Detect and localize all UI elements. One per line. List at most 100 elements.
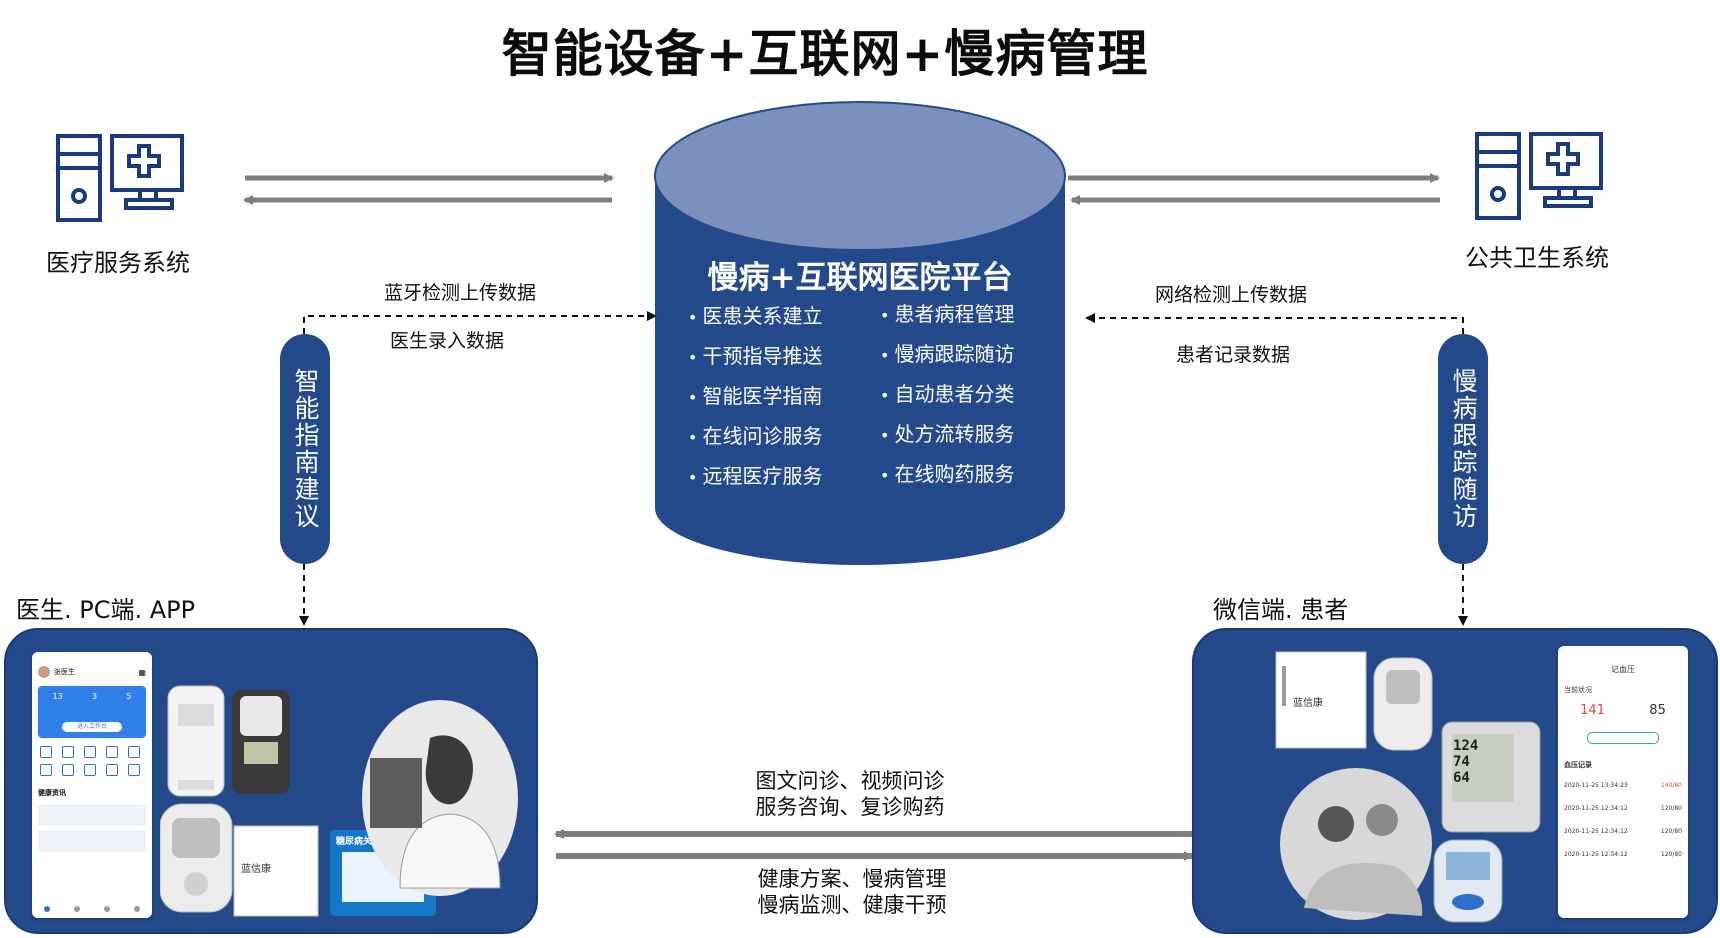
right-flow-bottom-label: 患者记录数据 [1176, 344, 1291, 366]
platform-features-right: 患者病程管理 慢病跟踪随访 自动患者分类 处方流转服务 在线购药服务 [880, 298, 1050, 498]
kiosk-title: 糖尿病关爱中心 [336, 837, 400, 847]
record-date: 2020-11-25 12:34:12 [1564, 805, 1628, 812]
feature-item: 干预指导推送 [688, 340, 858, 380]
right-flow-top-label: 网络检测上传数据 [1155, 284, 1308, 306]
grid-icon[interactable] [84, 764, 96, 776]
record-value: 120/80 [1660, 805, 1682, 812]
mid-top-line1: 图文问诊、视频问诊 [755, 769, 945, 793]
mid-bottom-line2: 慢病监测、健康干预 [757, 893, 947, 917]
grid-icon[interactable] [40, 764, 52, 776]
doctor-devices-illustration [160, 685, 436, 917]
app-bp-values: 141 85 [1558, 697, 1688, 724]
grid-icon[interactable] [128, 746, 140, 758]
grid-icon[interactable] [106, 764, 118, 776]
left-flow-bottom-label: 医生录入数据 [390, 330, 505, 352]
record-value: 120/80 [1660, 828, 1682, 835]
doctor-name: 张医生 [54, 668, 75, 676]
add-record-button[interactable] [1587, 732, 1659, 744]
record-row: 2020-11-25 12:34:12 120/80 [1558, 843, 1688, 866]
bp-monitor [1441, 721, 1541, 833]
bp-sys: 124 [1453, 738, 1479, 754]
doctor-app-screenshot: 张医生 ▦ 13 3 5 进入工作台 健康资讯 [32, 652, 152, 918]
glucose-meter-blue [1433, 839, 1503, 923]
grid-icon[interactable] [84, 746, 96, 758]
bp-pulse: 64 [1453, 770, 1470, 786]
app-icon-grid [32, 732, 152, 780]
glucose-meter-round [160, 803, 233, 913]
feature-item: 远程医疗服务 [688, 460, 858, 500]
grid-icon[interactable] [40, 746, 52, 758]
feature-item: 医患关系建立 [688, 300, 858, 340]
bp-display: 124 74 64 [1453, 738, 1513, 786]
stat-value: 3 [91, 692, 98, 701]
mid-bottom-label: 健康方案、慢病管理 慢病监测、健康干预 [742, 866, 962, 918]
elderly-photo [1280, 768, 1432, 920]
device-box [233, 825, 319, 917]
dia-value: 85 [1649, 703, 1666, 718]
tab-icon[interactable] [44, 906, 50, 912]
grid-icon[interactable] [106, 746, 118, 758]
left-system-label: 医疗服务系统 [46, 249, 190, 277]
glucose-meter-white [167, 685, 225, 797]
tab-icon[interactable] [134, 906, 140, 912]
app-tabbar [32, 906, 152, 912]
patient-devices-illustration [1275, 651, 1541, 923]
device-brand-label: 蓝信康 [241, 864, 271, 875]
left-pill-text: 智能指南建议 [291, 368, 320, 530]
feature-item: 自动患者分类 [880, 378, 1050, 418]
mid-top-label: 图文问诊、视频问诊 服务咨询、复诊购药 [740, 768, 960, 820]
grid-icon[interactable] [62, 746, 74, 758]
left-panel-label: 医生. PC端. APP [16, 596, 196, 624]
page-title: 智能设备+互联网+慢病管理 [501, 25, 1149, 83]
record-row: 2020-11-25 12:34:12 120/80 [1558, 797, 1688, 820]
left-guide-pill: 智能指南建议 [280, 334, 330, 564]
tab-icon[interactable] [74, 906, 80, 912]
app-status-label: 当前状况 [1564, 686, 1592, 694]
left-computer-icon [56, 134, 184, 222]
bp-dia: 74 [1453, 754, 1470, 770]
record-date: 2020-11-25 12:34:12 [1564, 851, 1628, 858]
mid-bottom-line1: 健康方案、慢病管理 [757, 867, 947, 891]
stat-value: 13 [52, 692, 63, 701]
feature-item: 智能医学指南 [688, 380, 858, 420]
glucose-meter-dark [232, 690, 290, 794]
grid-icon[interactable] [128, 764, 140, 776]
right-dashed-arrow [1085, 313, 1464, 334]
feature-item: 在线问诊服务 [688, 420, 858, 460]
platform-features-left: 医患关系建立 干预指导推送 智能医学指南 在线问诊服务 远程医疗服务 [688, 300, 858, 500]
right-system-label: 公共卫生系统 [1465, 244, 1609, 272]
stat-value: 5 [126, 692, 132, 701]
record-row: 2020-11-25 13:34:23 140/80 [1558, 774, 1688, 797]
qr-icon: ▦ [138, 667, 146, 677]
doctor-photo [362, 700, 518, 896]
news-item[interactable] [38, 830, 146, 852]
record-date: 2020-11-25 13:34:23 [1564, 782, 1628, 789]
feature-item: 处方流转服务 [880, 418, 1050, 458]
app-header: 张医生 ▦ [32, 652, 152, 682]
tab-icon[interactable] [104, 906, 110, 912]
news-item[interactable] [38, 804, 146, 826]
record-row: 2020-11-25 12:34:12 120/80 [1558, 820, 1688, 843]
left-dashed-arrow [303, 311, 657, 334]
device-brand-label-right: 蓝信康 [1293, 698, 1323, 709]
record-title: 血压记录 [1564, 761, 1592, 769]
record-value: 120/80 [1660, 851, 1682, 858]
right-panel-label: 微信端. 患者 [1213, 596, 1349, 624]
grid-icon[interactable] [62, 764, 74, 776]
left-flow-top-label: 蓝牙检测上传数据 [384, 282, 537, 304]
right-computer-icon [1475, 132, 1603, 220]
mid-top-line2: 服务咨询、复诊购药 [755, 795, 945, 819]
feature-item: 患者病程管理 [880, 298, 1050, 338]
app-header-title: 记血压 [1611, 665, 1635, 674]
avatar [38, 666, 50, 678]
platform-title: 慢病+互联网医院平台 [707, 260, 1013, 296]
record-date: 2020-11-25 12:34:12 [1564, 828, 1628, 835]
enter-workbench-button[interactable]: 进入工作台 [62, 722, 122, 732]
record-value: 140/80 [1660, 782, 1682, 789]
sys-value: 141 [1580, 703, 1605, 718]
glucose-meter-right [1373, 657, 1433, 751]
feature-item: 慢病跟踪随访 [880, 338, 1050, 378]
news-section-title: 健康资讯 [38, 789, 66, 797]
patient-app-screenshot: 记血压 当前状况 141 85 血压记录 2020-11-25 13:34:23… [1558, 646, 1688, 918]
feature-item: 在线购药服务 [880, 458, 1050, 498]
